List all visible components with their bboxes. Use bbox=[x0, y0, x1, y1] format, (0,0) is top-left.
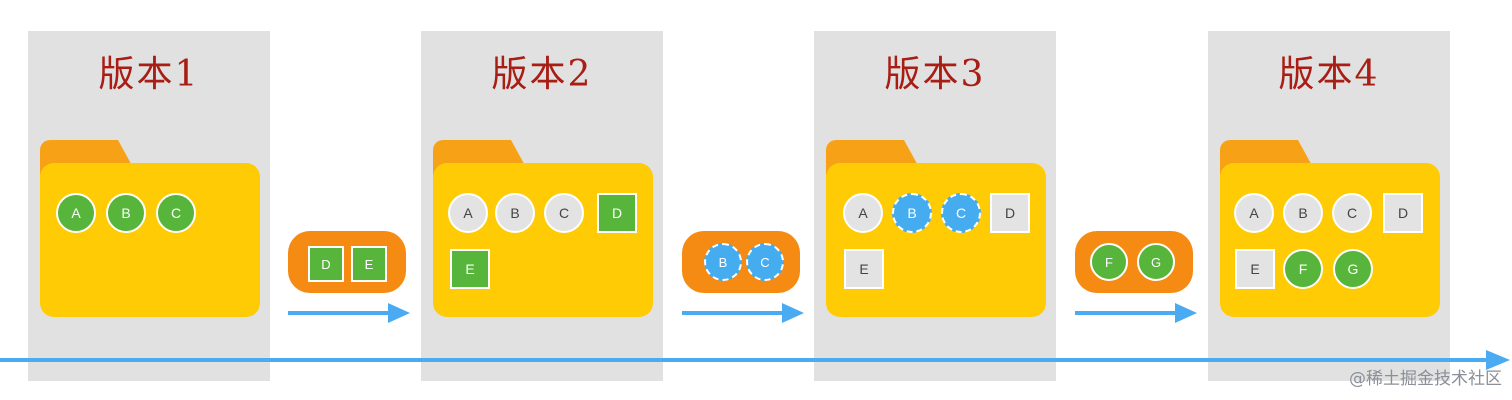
file-a: A bbox=[1234, 193, 1274, 233]
file-d: D bbox=[990, 193, 1030, 233]
arrow-line-3 bbox=[1075, 311, 1175, 315]
file-d: D bbox=[1383, 193, 1423, 233]
modified-file-b: B bbox=[704, 243, 742, 281]
file-e: E bbox=[1235, 249, 1275, 289]
arrow-head-1 bbox=[388, 303, 410, 323]
file-c: C bbox=[941, 193, 981, 233]
change-pill-1: D E bbox=[288, 231, 406, 293]
file-d: D bbox=[597, 193, 637, 233]
file-f: F bbox=[1283, 249, 1323, 289]
version-title-3: 版本3 bbox=[884, 54, 986, 95]
added-file-e: E bbox=[351, 246, 387, 282]
version-title-4: 版本4 bbox=[1278, 54, 1380, 95]
added-file-g: G bbox=[1137, 243, 1175, 281]
version-title-2: 版本2 bbox=[491, 54, 593, 95]
file-a: A bbox=[843, 193, 883, 233]
change-pill-2: B C bbox=[682, 231, 800, 293]
file-c: C bbox=[156, 193, 196, 233]
watermark: @稀土掘金技术社区 bbox=[1349, 369, 1502, 389]
file-a: A bbox=[448, 193, 488, 233]
timeline-line bbox=[0, 358, 1486, 362]
file-b: B bbox=[495, 193, 535, 233]
arrow-line-2 bbox=[682, 311, 782, 315]
file-g: G bbox=[1333, 249, 1373, 289]
file-b: B bbox=[892, 193, 932, 233]
file-e: E bbox=[450, 249, 490, 289]
file-b: B bbox=[1283, 193, 1323, 233]
folder-2: A B C D E bbox=[433, 163, 653, 317]
folder-4: A B C D E F G bbox=[1220, 163, 1440, 317]
arrow-line-1 bbox=[288, 311, 388, 315]
version-title-1: 版本1 bbox=[98, 54, 200, 95]
change-pill-3: F G bbox=[1075, 231, 1193, 293]
modified-file-c: C bbox=[746, 243, 784, 281]
file-c: C bbox=[1332, 193, 1372, 233]
arrow-head-3 bbox=[1175, 303, 1197, 323]
arrow-head-2 bbox=[782, 303, 804, 323]
folder-3: A B C D E bbox=[826, 163, 1046, 317]
file-e: E bbox=[844, 249, 884, 289]
folder-1: A B C bbox=[40, 163, 260, 317]
file-c: C bbox=[544, 193, 584, 233]
added-file-d: D bbox=[308, 246, 344, 282]
file-a: A bbox=[56, 193, 96, 233]
added-file-f: F bbox=[1090, 243, 1128, 281]
timeline-arrow-head bbox=[1486, 350, 1510, 370]
file-b: B bbox=[106, 193, 146, 233]
